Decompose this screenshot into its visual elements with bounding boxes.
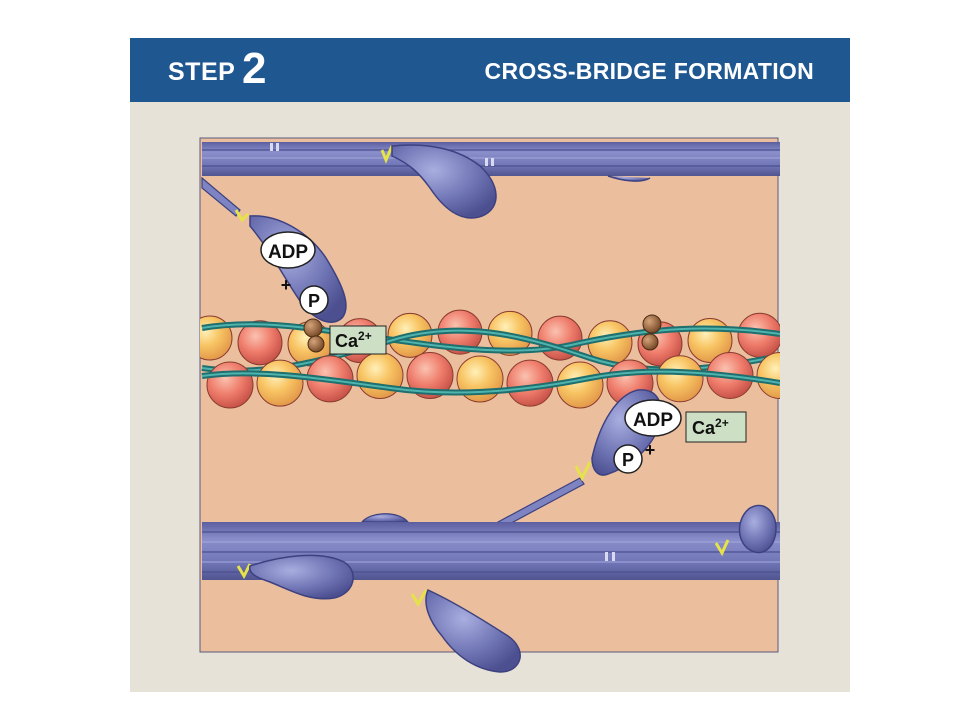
slide-header: STEP 2 CROSS-BRIDGE FORMATION — [130, 38, 850, 102]
actin-bead — [406, 352, 454, 400]
actin-bead — [237, 320, 283, 366]
svg-text:P: P — [308, 291, 320, 311]
phosphate-label-top: P — [299, 285, 329, 315]
svg-text:Ca2+: Ca2+ — [692, 416, 729, 438]
myosin-head-bottom-middle — [425, 588, 521, 673]
adp-label-bottom: ADP — [624, 399, 682, 437]
phosphate-label-bottom: P — [613, 444, 643, 474]
myosin-head-top-right — [391, 144, 497, 219]
svg-text:P: P — [622, 450, 634, 470]
plus-sign-bottom: + — [645, 440, 656, 460]
slide: ADP + P Ca2+ ADP Ca2+ P + STEP 2 CROSS-B… — [130, 38, 850, 692]
actin-bead — [206, 361, 254, 409]
troponin-left — [303, 318, 325, 353]
myosin-head-bottom-left — [249, 554, 354, 600]
step-number: 2 — [242, 44, 267, 93]
cross-bridge-diagram: ADP + P Ca2+ ADP Ca2+ P + — [199, 137, 780, 673]
adp-label-top: ADP — [260, 231, 316, 269]
svg-text:Ca2+: Ca2+ — [335, 329, 372, 351]
thick-filament-top — [202, 142, 780, 176]
plus-sign-top: + — [281, 275, 292, 295]
svg-text:ADP: ADP — [268, 242, 308, 263]
myosin-neck-top-right — [607, 175, 651, 182]
actin-bead — [256, 359, 304, 407]
step-title: CROSS-BRIDGE FORMATION — [484, 58, 814, 84]
svg-text:ADP: ADP — [633, 410, 673, 431]
calcium-label-top: Ca2+ — [329, 325, 387, 355]
actin-bead — [656, 355, 704, 403]
troponin-right — [641, 314, 662, 351]
thick-filament-bottom — [202, 504, 780, 607]
actin-bead — [756, 352, 780, 400]
step-label: STEP — [168, 58, 236, 86]
calcium-label-bottom: Ca2+ — [685, 411, 747, 443]
